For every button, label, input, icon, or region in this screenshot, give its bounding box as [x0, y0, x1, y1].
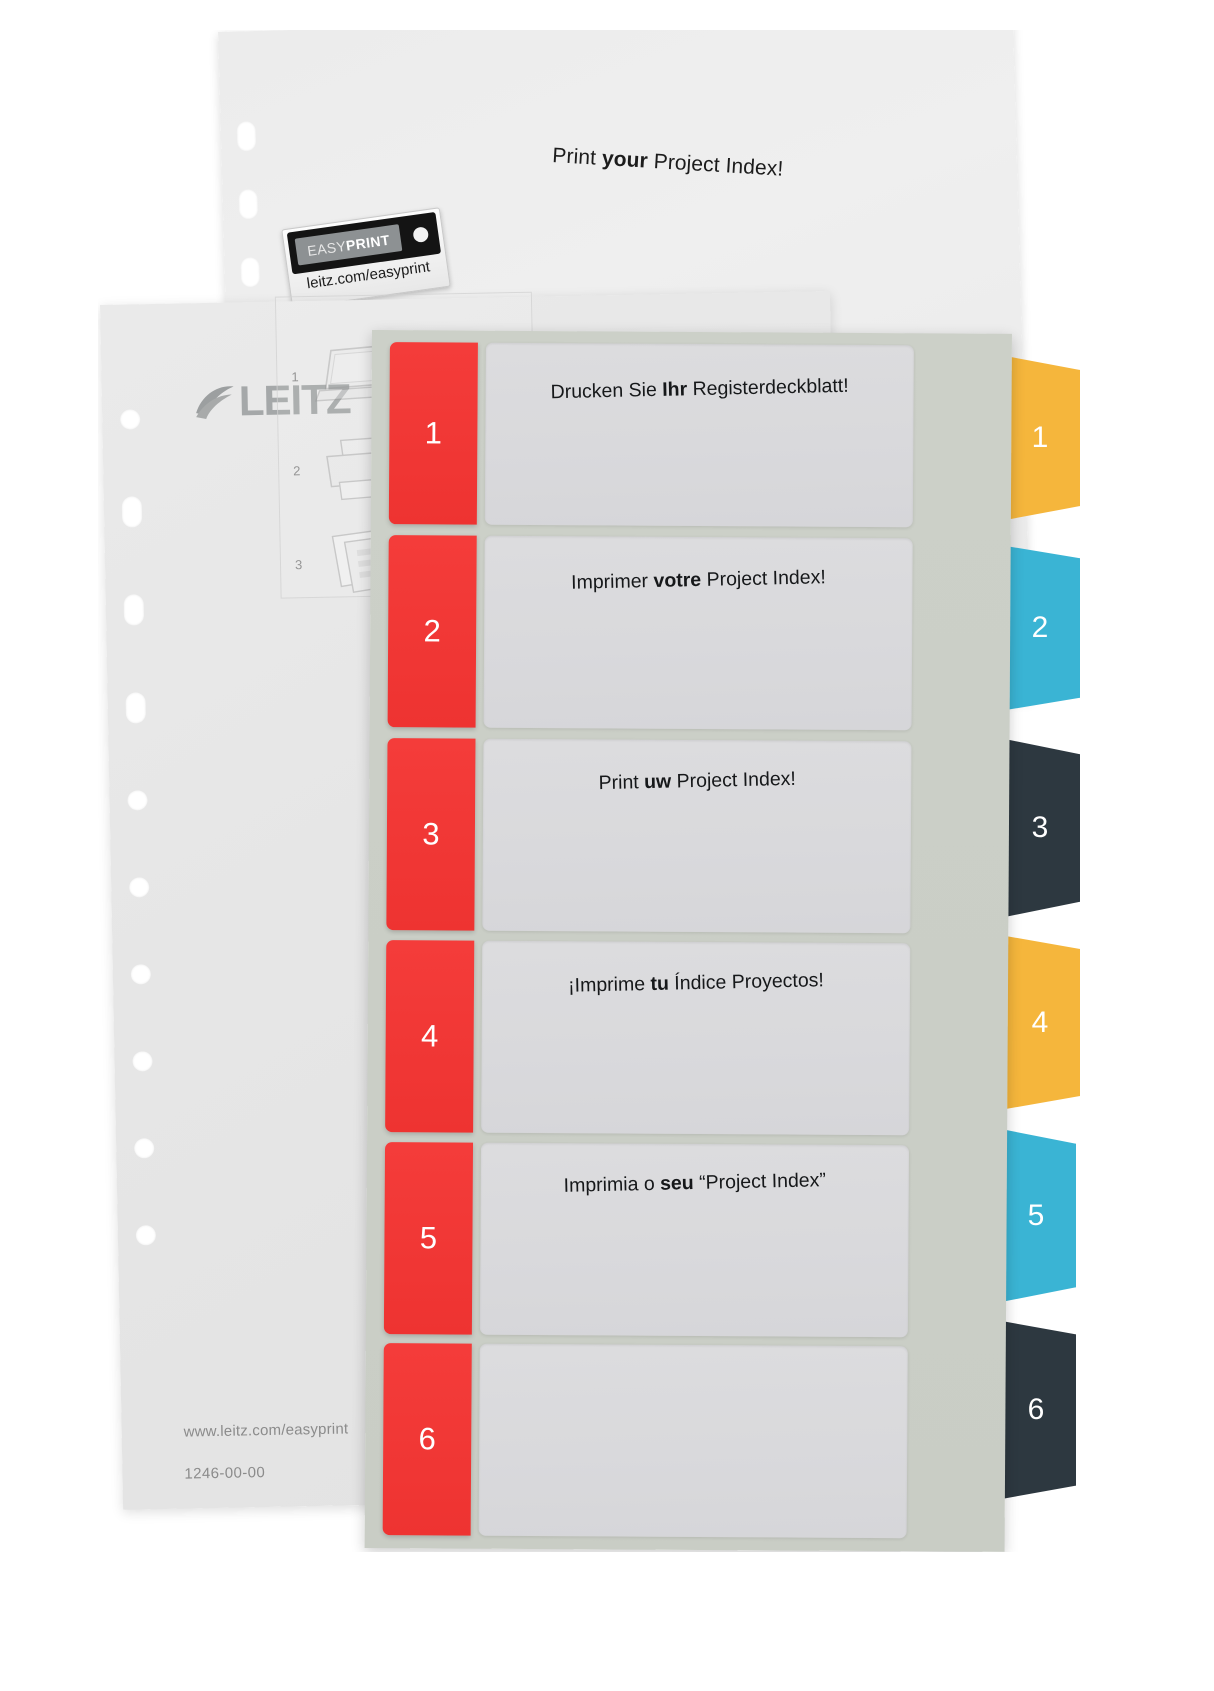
divider-row-3[interactable]: 3 Print uw Project Index! — [386, 738, 912, 934]
side-tab-4[interactable]: 4 — [1000, 935, 1080, 1110]
divider-row-2[interactable]: 2 Imprimer votre Project Index! — [387, 535, 913, 731]
punch-hole — [125, 692, 147, 724]
leitz-swoosh-icon — [196, 386, 234, 419]
side-tab-number: 5 — [1027, 1198, 1045, 1232]
punch-hole — [123, 594, 145, 626]
punch-hole — [130, 964, 152, 985]
divider-row-5[interactable]: 5 Imprimia o seu “Project Index” — [383, 1142, 910, 1338]
punch-holes-back — [236, 120, 262, 325]
label-text-4: ¡Imprime tu Índice Proyectos! — [482, 967, 910, 999]
index-number-1: 1 — [388, 342, 478, 525]
index-number-5: 5 — [383, 1142, 474, 1335]
step-number: 3 — [294, 556, 303, 572]
side-tab-number: 2 — [1031, 611, 1049, 644]
label-bold: tu — [650, 972, 670, 995]
side-tab-number: 4 — [1031, 1005, 1049, 1039]
label-text-6 — [480, 1368, 908, 1377]
label-field-3[interactable]: Print uw Project Index! — [482, 738, 912, 934]
label-post: Índice Proyectos! — [668, 969, 825, 995]
side-tab-number: 3 — [1031, 811, 1049, 844]
side-tab-3[interactable]: 3 — [1000, 738, 1080, 918]
punch-hole — [134, 1138, 155, 1159]
edge-mask-left — [0, 0, 98, 1691]
punch-hole — [127, 790, 148, 811]
label-text-1: Drucken Sie Ihr Registerdeckblatt! — [485, 373, 913, 405]
punch-holes-mid — [120, 409, 157, 1312]
divider-row-6[interactable]: 6 — [382, 1343, 908, 1539]
index-number-2: 2 — [387, 535, 477, 728]
step-number: 2 — [293, 462, 301, 478]
label-field-6[interactable] — [478, 1343, 908, 1539]
punch-hole — [236, 120, 257, 152]
index-number-3: 3 — [386, 738, 476, 931]
punch-hole — [240, 256, 261, 288]
label-bold: votre — [653, 568, 702, 592]
edge-mask-top — [0, 0, 1214, 30]
label-field-4[interactable]: ¡Imprime tu Índice Proyectos! — [481, 940, 911, 1136]
divider-row-4[interactable]: 4 ¡Imprime tu Índice Proyectos! — [385, 940, 911, 1136]
side-tab-2[interactable]: 2 — [1000, 545, 1080, 711]
label-field-5[interactable]: Imprimia o seu “Project Index” — [479, 1142, 910, 1338]
side-tab-1[interactable]: 1 — [1000, 355, 1080, 521]
headline-print-your-project-index: Print your Project Index! — [552, 144, 983, 193]
side-tab-number: 6 — [1027, 1393, 1045, 1426]
label-bold: Ihr — [662, 378, 688, 401]
label-field-2[interactable]: Imprimer votre Project Index! — [483, 535, 913, 731]
punch-hole — [128, 877, 150, 898]
label-bold: seu — [659, 1172, 694, 1195]
punch-hole — [132, 1051, 153, 1072]
headline-post: Project Index! — [647, 149, 784, 181]
label-pre: Imprimer — [570, 569, 654, 594]
label-text-5: Imprimia o seu “Project Index” — [481, 1167, 909, 1199]
punch-hole — [121, 496, 143, 528]
label-text-3: Print uw Project Index! — [483, 765, 911, 797]
label-bold: uw — [643, 770, 672, 794]
headline-pre: Print — [551, 143, 603, 170]
side-tab-6[interactable]: 6 — [996, 1320, 1076, 1500]
edge-mask-right — [1082, 0, 1214, 1691]
headline-bold: your — [601, 146, 649, 173]
badge-dot-icon — [412, 226, 430, 244]
label-pre: Imprimia o — [563, 1172, 661, 1197]
punch-hole — [135, 1225, 157, 1246]
label-pre: Drucken Sie — [550, 378, 663, 404]
label-text-2: Imprimer votre Project Index! — [484, 564, 912, 596]
punch-hole — [120, 409, 141, 430]
label-post: “Project Index” — [693, 1169, 827, 1195]
side-tab-5[interactable]: 5 — [996, 1128, 1076, 1303]
punch-hole — [238, 188, 259, 220]
divider-row-1[interactable]: 1 Drucken Sie Ihr Registerdeckblatt! — [388, 342, 914, 528]
footer-url: www.leitz.com/easyprint — [183, 1420, 349, 1441]
index-number-6: 6 — [382, 1343, 472, 1536]
side-tab-number: 1 — [1031, 421, 1049, 454]
label-post: Project Index! — [670, 767, 797, 793]
index-number-4: 4 — [385, 940, 475, 1133]
step-number: 1 — [291, 368, 299, 384]
label-pre: ¡Imprime — [567, 972, 651, 997]
article-code: 1246-00-00 — [184, 1464, 266, 1483]
label-post: Registerdeckblatt! — [686, 374, 849, 401]
edge-mask-bottom — [0, 1552, 1214, 1691]
label-field-1[interactable]: Drucken Sie Ihr Registerdeckblatt! — [484, 342, 914, 528]
leitz-logo: LEITZ — [193, 375, 351, 426]
label-pre: Print — [598, 771, 645, 795]
label-post: Project Index! — [700, 566, 827, 591]
project-index-divider: 1 Drucken Sie Ihr Registerdeckblatt! 2 I… — [364, 330, 1012, 1552]
